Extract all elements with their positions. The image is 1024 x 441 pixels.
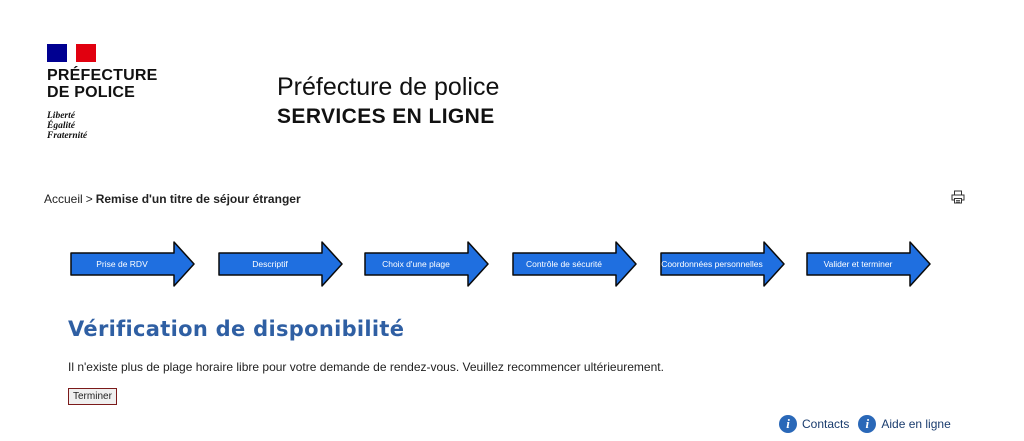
breadcrumb-home[interactable]: Accueil <box>44 192 83 206</box>
step-label: Descriptif <box>252 259 288 269</box>
header-title: Préfecture de police <box>277 73 500 101</box>
footer-links: i Contacts i Aide en ligne <box>779 415 960 433</box>
step-label: Coordonnées personnelles <box>661 259 763 269</box>
step-label: Contrôle de sécurité <box>525 259 603 269</box>
motto-line2: Égalité <box>47 121 75 131</box>
republic-flag-logo <box>47 44 96 62</box>
logo-motto: Liberté Égalité Fraternité <box>47 111 87 141</box>
help-link[interactable]: i Aide en ligne <box>858 415 951 433</box>
logo-name-line1: PRÉFECTURE <box>47 67 158 84</box>
logo-name: PRÉFECTURE DE POLICE <box>47 67 157 101</box>
logo-name-line2: DE POLICE <box>47 84 136 101</box>
step-prise-de-rdv[interactable]: Prise de RDV <box>68 240 196 288</box>
terminer-button[interactable]: Terminer <box>68 388 117 405</box>
page-title: Vérification de disponibilité <box>68 317 405 341</box>
printer-icon[interactable] <box>951 190 965 204</box>
step-label: Valider et terminer <box>823 259 893 269</box>
step-coordonnees[interactable]: Coordonnées personnelles <box>658 240 786 288</box>
help-label: Aide en ligne <box>881 417 951 431</box>
availability-message: Il n'existe plus de plage horaire libre … <box>68 360 664 374</box>
progress-steps: Prise de RDV Descriptif Choix d'une plag… <box>68 240 938 288</box>
breadcrumb: Accueil>Remise d'un titre de séjour étra… <box>44 192 301 206</box>
breadcrumb-current: Remise d'un titre de séjour étranger <box>95 192 301 206</box>
breadcrumb-separator: > <box>85 192 93 206</box>
contacts-link[interactable]: i Contacts <box>779 415 849 433</box>
step-label: Prise de RDV <box>96 259 148 269</box>
step-choix-plage[interactable]: Choix d'une plage <box>362 240 490 288</box>
motto-line3: Fraternité <box>47 131 88 141</box>
info-icon: i <box>858 415 877 433</box>
motto-line1: Liberté <box>47 111 75 121</box>
step-controle-securite[interactable]: Contrôle de sécurité <box>510 240 638 288</box>
header-subtitle: SERVICES EN LIGNE <box>277 105 495 128</box>
info-icon: i <box>779 415 797 433</box>
step-label: Choix d'une plage <box>382 259 450 269</box>
contacts-label: Contacts <box>802 417 850 431</box>
step-descriptif[interactable]: Descriptif <box>216 240 344 288</box>
step-valider[interactable]: Valider et terminer <box>804 240 932 288</box>
